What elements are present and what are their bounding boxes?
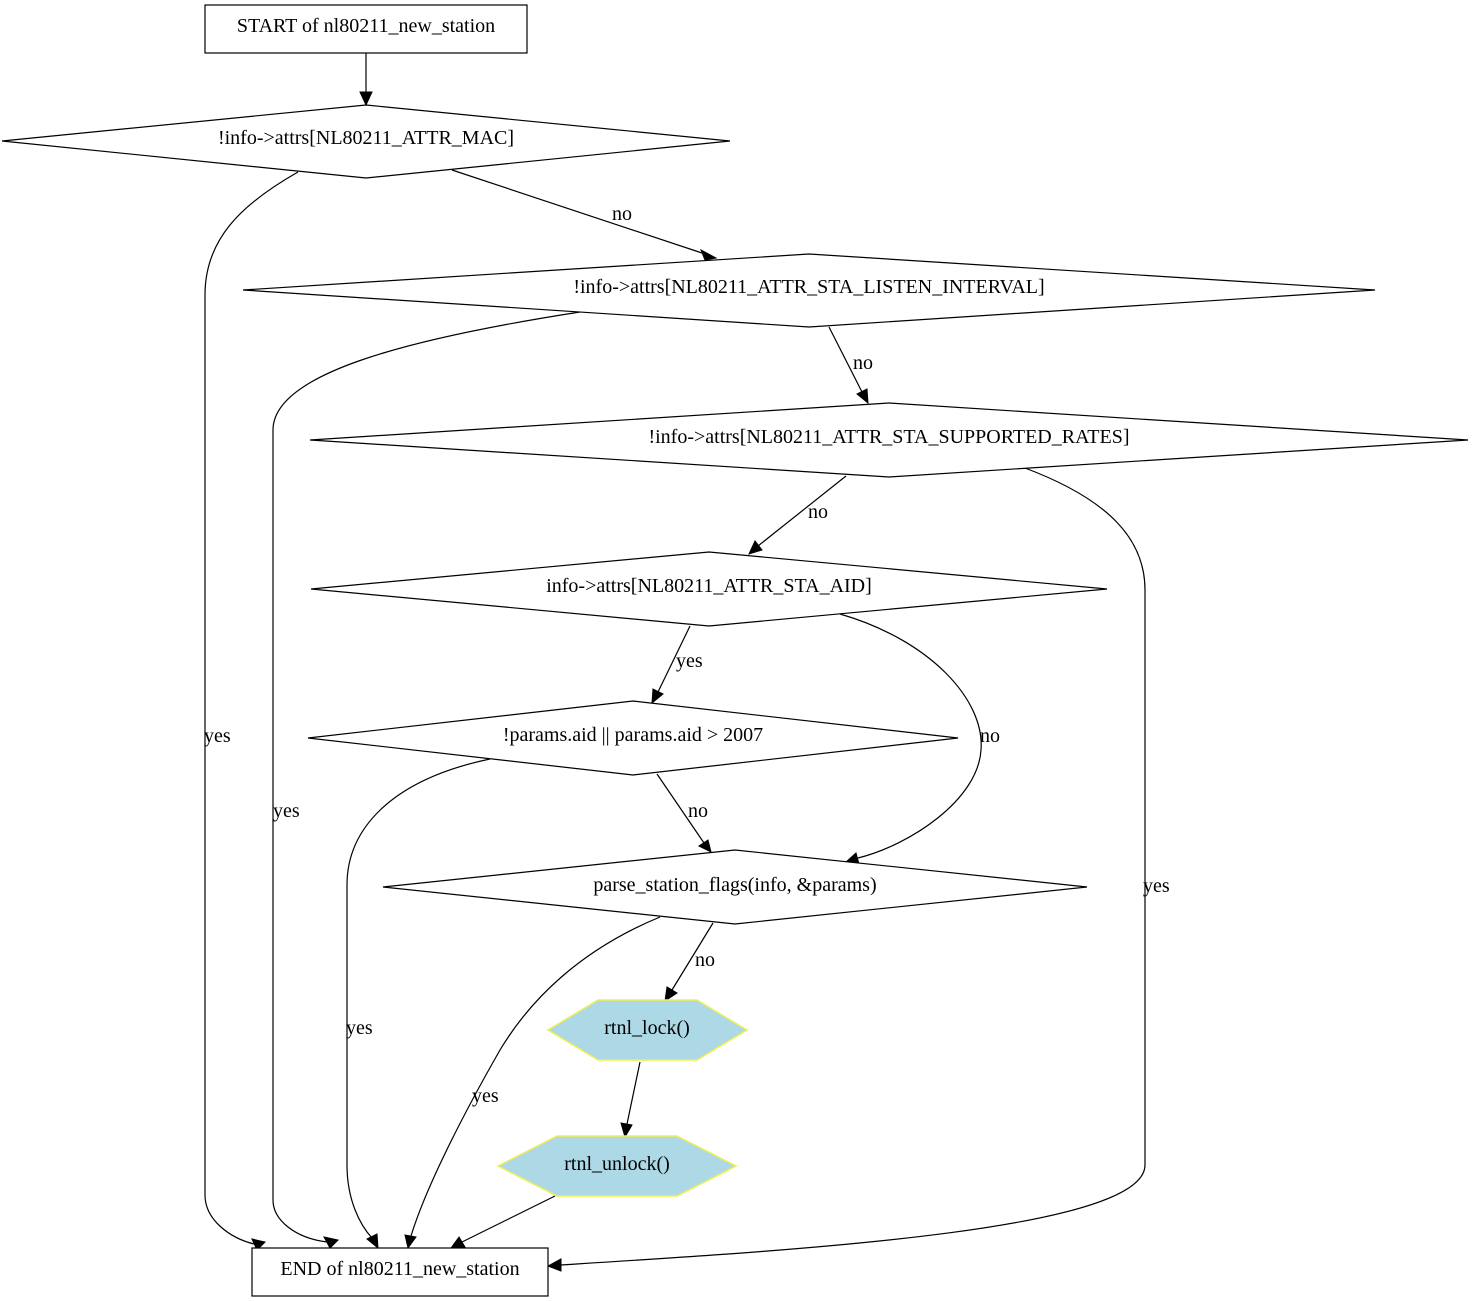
edge-aid-yes: yes	[651, 625, 703, 705]
decision-parse-flags-label: parse_station_flags(info, &params)	[593, 874, 876, 896]
edge-label-listen-no: no	[853, 352, 873, 374]
action-rtnl-unlock-label: rtnl_unlock()	[564, 1153, 670, 1175]
edge-params-yes: yes	[346, 758, 491, 1250]
edge-label-aid-no: no	[980, 725, 1000, 747]
decision-sta-aid-label: info->attrs[NL80211_ATTR_STA_AID]	[546, 575, 872, 597]
decision-attr-mac-label: !info->attrs[NL80211_ATTR_MAC]	[218, 127, 514, 149]
edge-mac-no: no	[451, 169, 718, 261]
start-node: START of nl80211_new_station	[204, 4, 528, 54]
edge-listen-yes: yes	[272, 311, 581, 1249]
edge-label-mac-no: no	[612, 203, 632, 225]
edge-label-flags-no: no	[695, 949, 715, 971]
decision-listen-interval-label: !info->attrs[NL80211_ATTR_STA_LISTEN_INT…	[573, 276, 1044, 298]
edge-label-listen-yes: yes	[273, 800, 300, 822]
edge-label-rates-yes: yes	[1143, 875, 1170, 897]
edge-params-no: no	[656, 773, 712, 853]
edge-flags-no: no	[664, 922, 715, 1003]
edge-aid-no: no	[839, 613, 1000, 865]
edge-label-mac-yes: yes	[204, 725, 231, 747]
decision-parse-flags: parse_station_flags(info, &params)	[382, 849, 1088, 925]
edge-label-rates-no: no	[808, 501, 828, 523]
edge-label-params-no: no	[688, 800, 708, 822]
edge-start-to-mac	[359, 53, 373, 107]
end-node: END of nl80211_new_station	[251, 1247, 549, 1297]
decision-supported-rates-label: !info->attrs[NL80211_ATTR_STA_SUPPORTED_…	[648, 426, 1129, 448]
action-rtnl-unlock: rtnl_unlock()	[496, 1135, 738, 1197]
decision-params-aid-label: !params.aid || params.aid > 2007	[503, 724, 763, 746]
decision-sta-aid: info->attrs[NL80211_ATTR_STA_AID]	[310, 551, 1108, 627]
end-node-label: END of nl80211_new_station	[280, 1258, 519, 1280]
decision-attr-mac: !info->attrs[NL80211_ATTR_MAC]	[1, 104, 731, 179]
edge-label-params-yes: yes	[346, 1017, 373, 1039]
edge-rates-no: no	[748, 475, 847, 555]
edge-label-aid-yes: yes	[676, 650, 703, 672]
edge-rates-yes: yes	[546, 467, 1170, 1272]
edge-mac-yes: yes	[204, 171, 299, 1251]
edge-label-flags-yes: yes	[472, 1085, 499, 1107]
edge-lock-to-unlock	[620, 1061, 641, 1139]
start-node-label: START of nl80211_new_station	[237, 15, 495, 37]
edge-flags-yes: yes	[404, 916, 661, 1250]
decision-params-aid: !params.aid || params.aid > 2007	[307, 700, 959, 776]
decision-supported-rates: !info->attrs[NL80211_ATTR_STA_SUPPORTED_…	[309, 402, 1469, 478]
decision-listen-interval: !info->attrs[NL80211_ATTR_STA_LISTEN_INT…	[242, 253, 1376, 328]
edge-unlock-to-end	[449, 1195, 556, 1249]
edge-listen-no: no	[828, 326, 873, 405]
action-rtnl-lock: rtnl_lock()	[546, 999, 749, 1061]
action-rtnl-lock-label: rtnl_lock()	[604, 1017, 690, 1039]
